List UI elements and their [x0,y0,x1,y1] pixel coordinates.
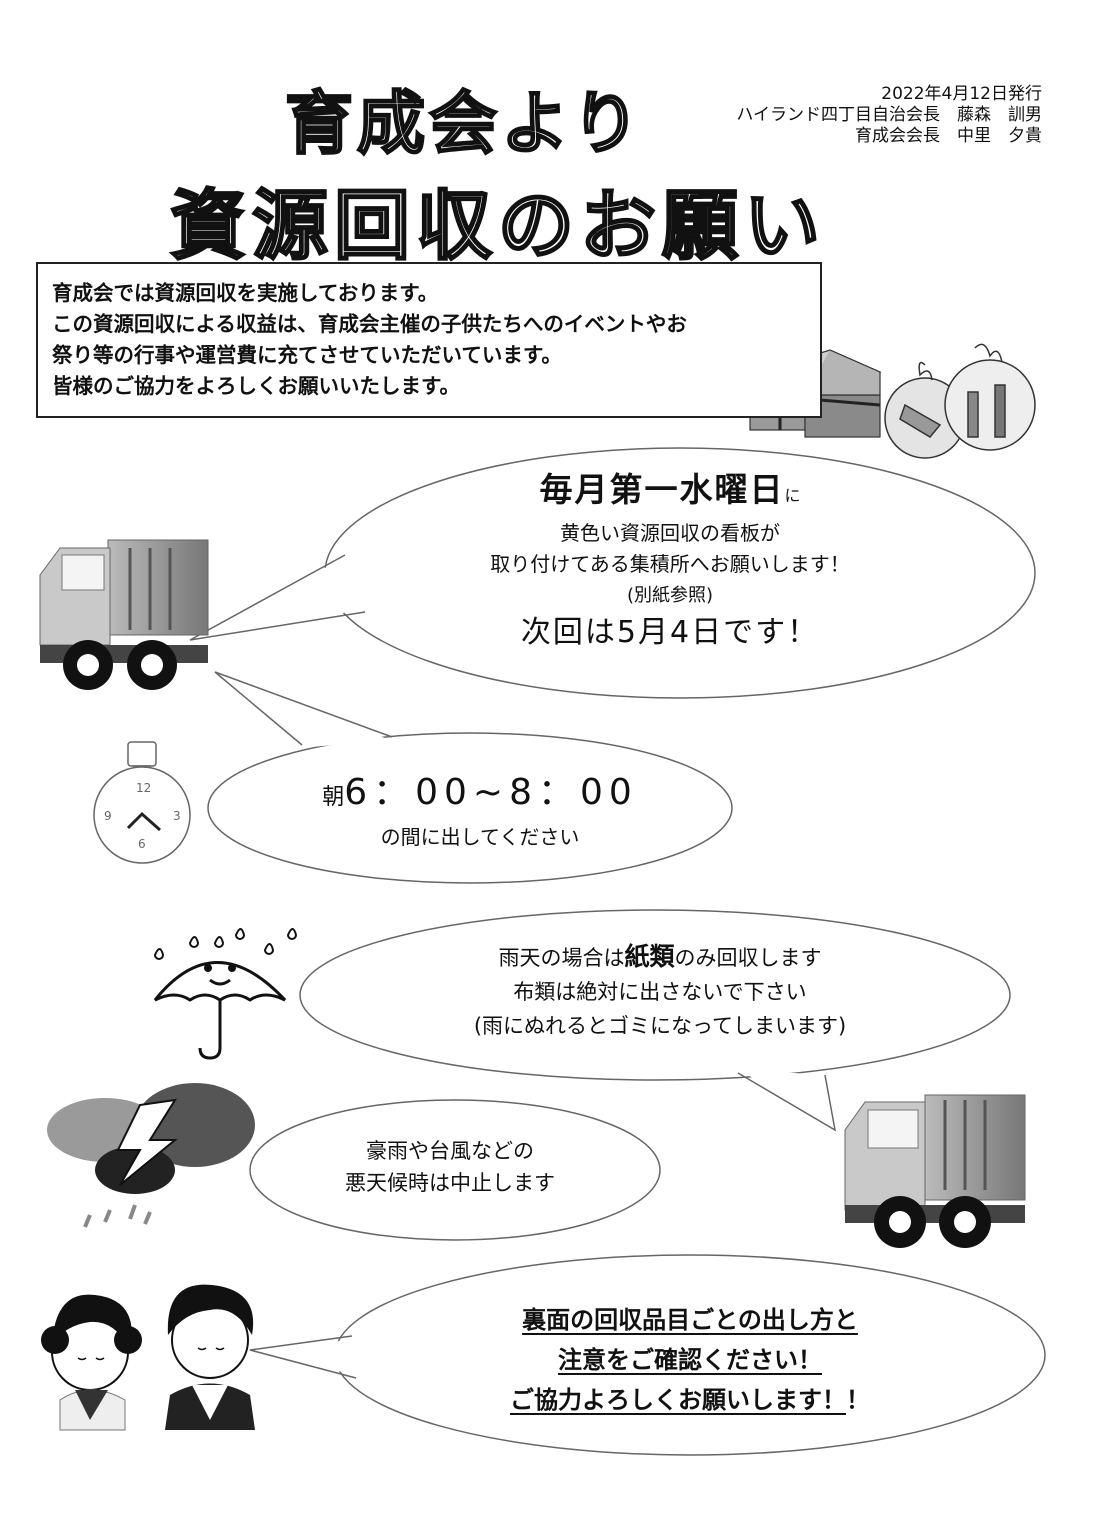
issuer-2: 育成会会長 中里 夕貴 [855,126,1042,146]
storm-text: 豪雨や台風などの 悪天候時は中止します [270,1135,630,1199]
clock-icon: 12 3 6 9 [93,741,191,864]
storm-bubble [249,1099,661,1241]
closing-line-3: ご協力よろしくお願いします！ [510,1386,846,1414]
clock-number-3: 3 [173,809,181,823]
intro-line: 祭り等の行事や運営費に充てさせていただいています。 [52,343,562,367]
time-prefix: 朝 [322,785,345,810]
rain-pre: 雨天の場合は [498,946,625,970]
time-line: の間に出してください [380,825,580,849]
schedule-text: 毎月第一水曜日に 黄色い資源回収の看板が 取り付けてある集積所へお願いします！ … [340,468,1000,655]
issuer-1: ハイランド四丁目自治会長 藤森 訓男 [736,105,1042,125]
rain-bold: 紙類 [624,942,675,971]
storm-cloud-icon [47,1083,255,1228]
rain-line-2: 布類は絶対に出さないで下さい [513,980,807,1004]
closing-line-1: 裏面の回収品目ごとの出し方と [522,1306,858,1334]
closing-text: 裏面の回収品目ごとの出し方と 注意をご確認ください！ ご協力よろしくお願いします… [360,1300,1020,1420]
schedule-note: (別紙参照) [626,585,714,606]
clock-number-9: 9 [104,809,112,823]
time-text: 朝6：00~8：00 の間に出してください [240,770,720,852]
collection-day-suffix: に [784,486,801,505]
rain-line-3: (雨にぬれるとゴミになってしまいます) [473,1014,847,1038]
rain-post: のみ回収します [674,946,822,970]
bottle-bag-icon [884,343,1036,459]
issue-date: 2022年4月12日発行 [881,84,1042,104]
closing-line-2: 注意をご確認ください！ [558,1346,822,1374]
next-date: 次回は5月4日です！ [520,615,820,650]
issuer-block: 2022年4月12日発行 ハイランド四丁目自治会長 藤森 訓男 育成会会長 中里… [736,84,1042,147]
truck-icon [39,539,209,690]
clock-number-6: 6 [138,837,146,851]
time-bubble [207,671,733,884]
storm-line-1: 豪雨や台風などの [366,1139,534,1163]
schedule-bubble [189,447,1036,699]
truck-icon [844,1094,1026,1248]
schedule-line-2: 取り付けてある集積所へお願いします！ [490,552,850,576]
clock-number-12: 12 [136,781,151,795]
intro-line: 皆様のご協力をよろしくお願いいたします。 [52,374,460,398]
title-line-2: 資源回収のお願い [169,180,826,272]
intro-line: この資源回収による収益は、育成会主催の子供たちへのイベントやお [52,312,687,336]
rain-bubble [299,909,1011,1132]
schedule-line-1: 黄色い資源回収の看板が [560,521,780,545]
storm-line-2: 悪天候時は中止します [345,1171,555,1195]
rain-text: 雨天の場合は紙類のみ回収します 布類は絶対に出さないで下さい (雨にぬれるとゴミ… [320,940,1000,1043]
closing-bubble [249,1254,1046,1456]
time-range: 6：00~8：00 [344,772,638,813]
intro-line: 育成会では資源回収を実施しております。 [52,281,439,305]
intro-box: 育成会では資源回収を実施しております。 この資源回収による収益は、育成会主催の子… [36,262,822,418]
title-line-1: 育成会より [284,84,644,166]
collection-day: 毎月第一水曜日 [539,470,785,509]
umbrella-icon [153,928,298,1060]
children-icon [41,1284,255,1431]
closing-line-3-tail: ！ [846,1386,870,1414]
